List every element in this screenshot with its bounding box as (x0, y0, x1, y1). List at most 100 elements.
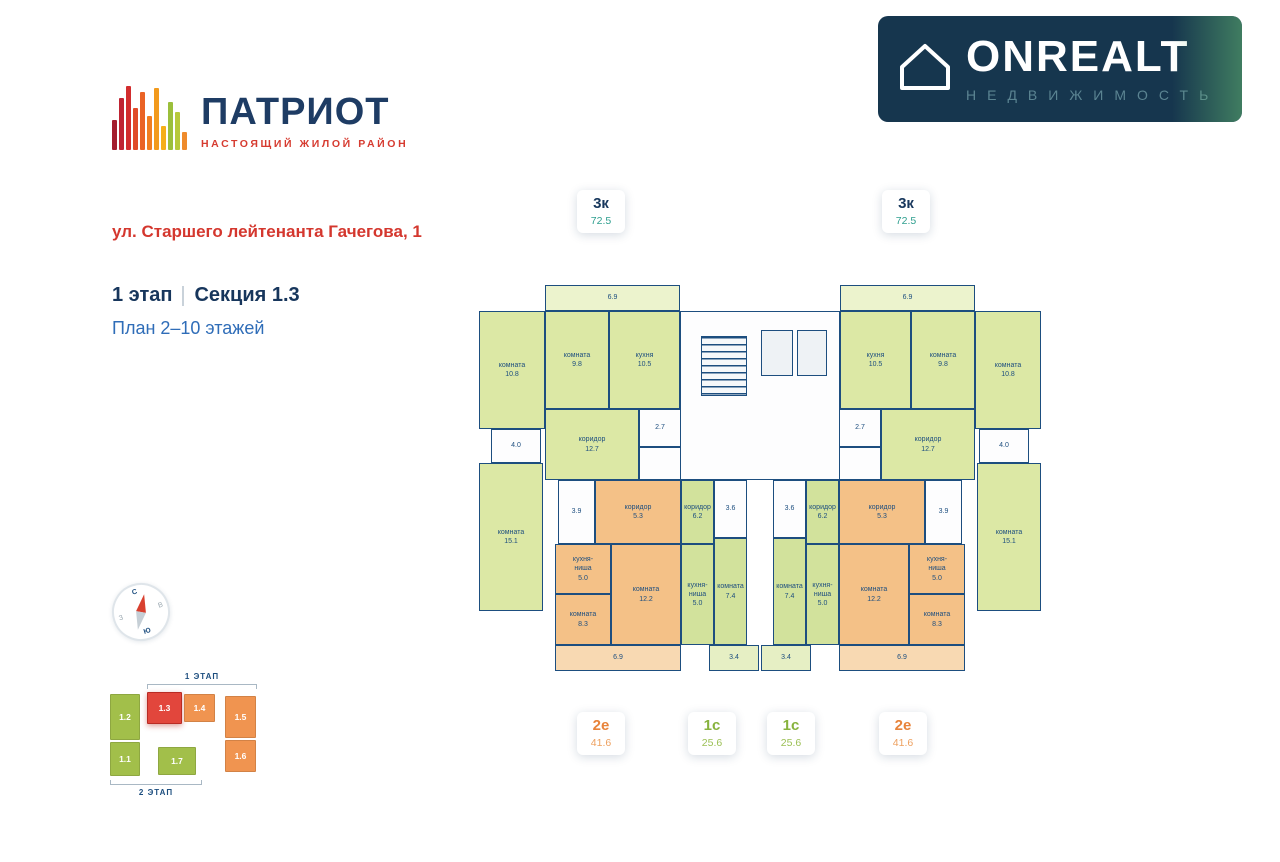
address: ул. Старшего лейтенанта Гачегова, 1 (112, 222, 422, 241)
room-label: кухня- (687, 581, 708, 589)
stairs (701, 336, 747, 396)
room-label: 15.1 (1002, 538, 1016, 545)
room-label: 5.3 (633, 513, 643, 520)
site-block-1.5: 1.5 (225, 696, 256, 738)
patriot-text: ПАТРИОТ НАСТОЯЩИЙ ЖИЛОЙ РАЙОН (201, 93, 408, 150)
compass-needle-icon (132, 593, 150, 631)
balcony: 3.4 (709, 645, 759, 671)
onrealt-text: ONREALT НЕДВИЖИМОСТЬ (966, 35, 1220, 104)
stage1-bracket (147, 684, 257, 689)
room-label: 7.4 (725, 592, 736, 600)
room-label: 4.0 (999, 442, 1009, 450)
room-label: комната (632, 586, 660, 594)
patriot-name: ПАТРИОТ (201, 91, 390, 133)
room-label: ниша (574, 565, 592, 573)
corridor (839, 447, 881, 480)
room-label: 6.9 (897, 654, 907, 662)
site-block-1.7: 1.7 (158, 747, 196, 775)
site-block-1.6: 1.6 (225, 740, 256, 772)
room-label: коридор (914, 436, 942, 444)
room-label: ниша (813, 590, 832, 598)
room-label: 5.3 (877, 513, 887, 520)
bathroom: 3.6 (773, 480, 806, 538)
balcony: 6.9 (545, 285, 680, 311)
room-label: комната (776, 583, 803, 591)
compass-north: С (131, 588, 139, 597)
bathroom: 3.9 (925, 480, 962, 544)
room-label: 5.0 (578, 574, 588, 582)
room-label: комната (563, 351, 591, 359)
room-label: 3.9 (938, 508, 949, 516)
stage2-bracket (110, 780, 202, 785)
room-label: 9.8 (938, 361, 948, 368)
room-label: 3.6 (725, 505, 736, 513)
apartment-area: 41.6 (892, 736, 914, 749)
section-label: Секция 1.3 (194, 284, 300, 306)
room-label: комната (569, 611, 597, 619)
apartment-type-badge: 2е 41.6 (577, 712, 625, 755)
room-label: 12.2 (867, 595, 881, 603)
room-label: кухня- (572, 556, 594, 564)
bathroom: 3.6 (714, 480, 747, 538)
logo-bar (119, 98, 124, 150)
apartment-type: 2е (592, 717, 610, 734)
patriot-bars-icon (112, 80, 187, 150)
apartment-type-badge: 1с 25.6 (767, 712, 815, 755)
logo-bar (154, 88, 159, 150)
room-label: 10.5 (637, 361, 652, 368)
room: кухня-ниша 5.0 (681, 544, 714, 645)
apartment-area: 41.6 (590, 736, 612, 749)
compass-south: Ю (142, 627, 152, 636)
room-label: комната (929, 351, 957, 359)
room-label: комната (994, 361, 1022, 369)
apartment-type: 1с (703, 717, 721, 734)
lift (797, 330, 827, 376)
stage1-label: 1 ЭТАП (184, 672, 220, 681)
room-label: коридор (684, 503, 711, 511)
room-label: кухня- (812, 581, 833, 589)
room-label: 5.0 (932, 574, 942, 582)
room-label: коридор (578, 436, 606, 444)
apartment-type: 1с (782, 717, 800, 734)
balcony: 6.9 (840, 285, 975, 311)
room-label: 2.7 (855, 424, 865, 432)
room: коридор 6.2 (681, 480, 714, 544)
room-label: 3.4 (781, 654, 791, 662)
compass: С В Ю З (104, 575, 178, 649)
site-block-1.1: 1.1 (110, 742, 140, 776)
room-label: кухня (635, 351, 654, 359)
onrealt-subtitle: НЕДВИЖИМОСТЬ (966, 87, 1220, 103)
room-label: 3.6 (784, 505, 795, 513)
room-label: 4.0 (511, 442, 521, 450)
room-label: 6.9 (613, 654, 623, 662)
logo-bar (147, 116, 152, 150)
room-label: 10.8 (505, 371, 519, 378)
apartment-area: 25.6 (780, 736, 802, 749)
compass-east: В (157, 601, 164, 610)
room-label: 5.0 (692, 600, 703, 608)
room-label: 2.7 (655, 424, 665, 432)
room-label: ниша (688, 590, 707, 598)
room-label: 6.2 (692, 513, 703, 520)
room-label: 12.7 (585, 445, 599, 453)
site-block-1.2: 1.2 (110, 694, 140, 740)
apartment-type: 3к (898, 195, 914, 212)
room-label: 12.2 (639, 595, 653, 603)
room-label: 8.3 (932, 620, 942, 628)
room-label: коридор (624, 503, 652, 511)
